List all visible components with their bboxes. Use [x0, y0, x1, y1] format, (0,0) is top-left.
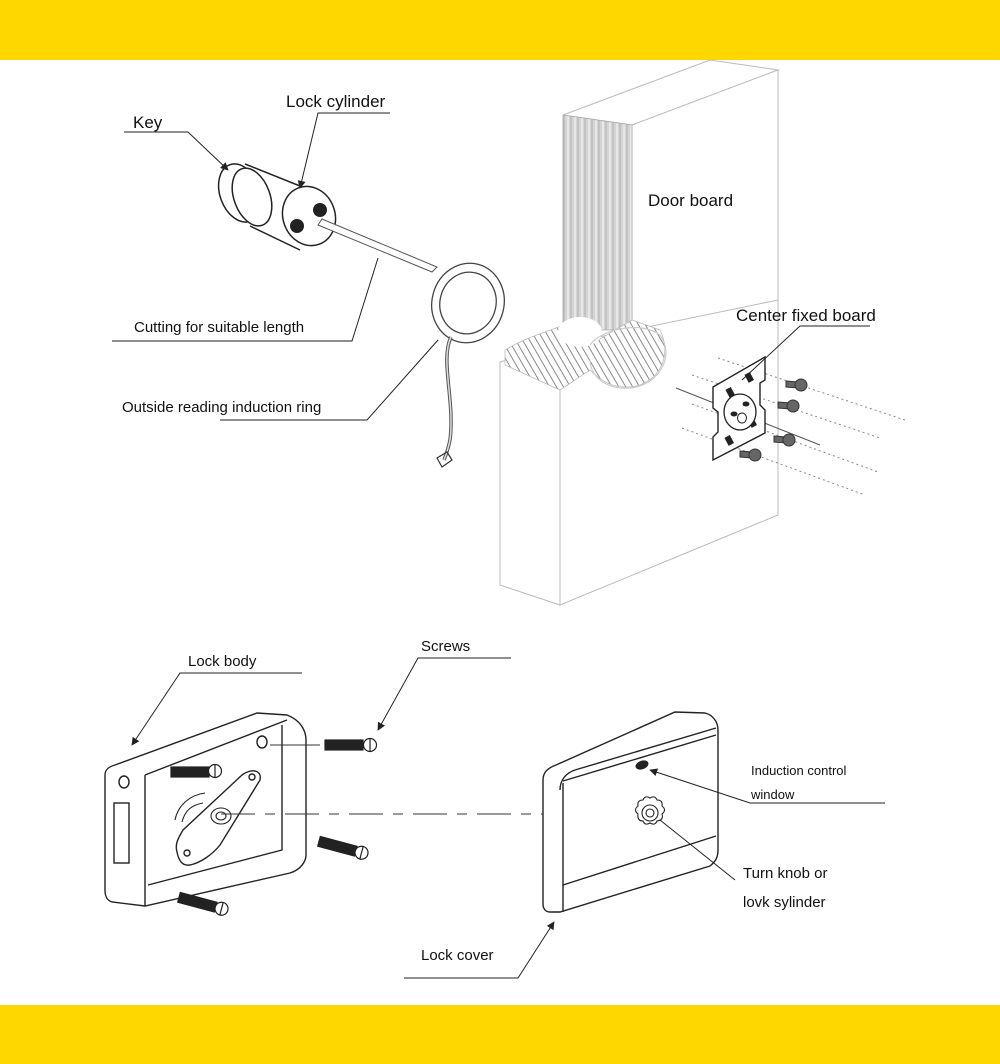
lock-body-icon	[104, 712, 307, 907]
top-yellow-band	[0, 0, 1000, 60]
door-board-icon	[499, 59, 780, 606]
label-lock-body: Lock body	[188, 653, 257, 670]
screws-icon	[739, 378, 808, 462]
label-turn-knob-2: lovk sylinder	[743, 894, 826, 911]
induction-ring-icon	[431, 262, 505, 468]
label-key: Key	[133, 113, 163, 132]
bottom-yellow-band	[0, 1005, 1000, 1064]
center-fixed-board-icon	[675, 355, 906, 496]
label-induction-ring: Outside reading induction ring	[122, 399, 322, 416]
lock-cylinder-icon	[217, 163, 438, 273]
label-lock-cover: Lock cover	[421, 947, 494, 964]
label-door-board: Door board	[648, 191, 734, 210]
label-induction-window-1: Induction control	[751, 763, 847, 778]
label-lock-cylinder: Lock cylinder	[286, 92, 386, 111]
lock-cover-icon	[542, 711, 719, 913]
leader-lines	[112, 112, 885, 979]
lock-body-screws	[170, 737, 378, 916]
label-induction-window-2: window	[751, 787, 795, 802]
label-screws: Screws	[421, 638, 471, 655]
label-center-fixed-board: Center fixed board	[736, 306, 876, 325]
label-turn-knob-1: Turn knob or	[743, 865, 828, 882]
label-cutting-length: Cutting for suitable length	[134, 319, 305, 336]
